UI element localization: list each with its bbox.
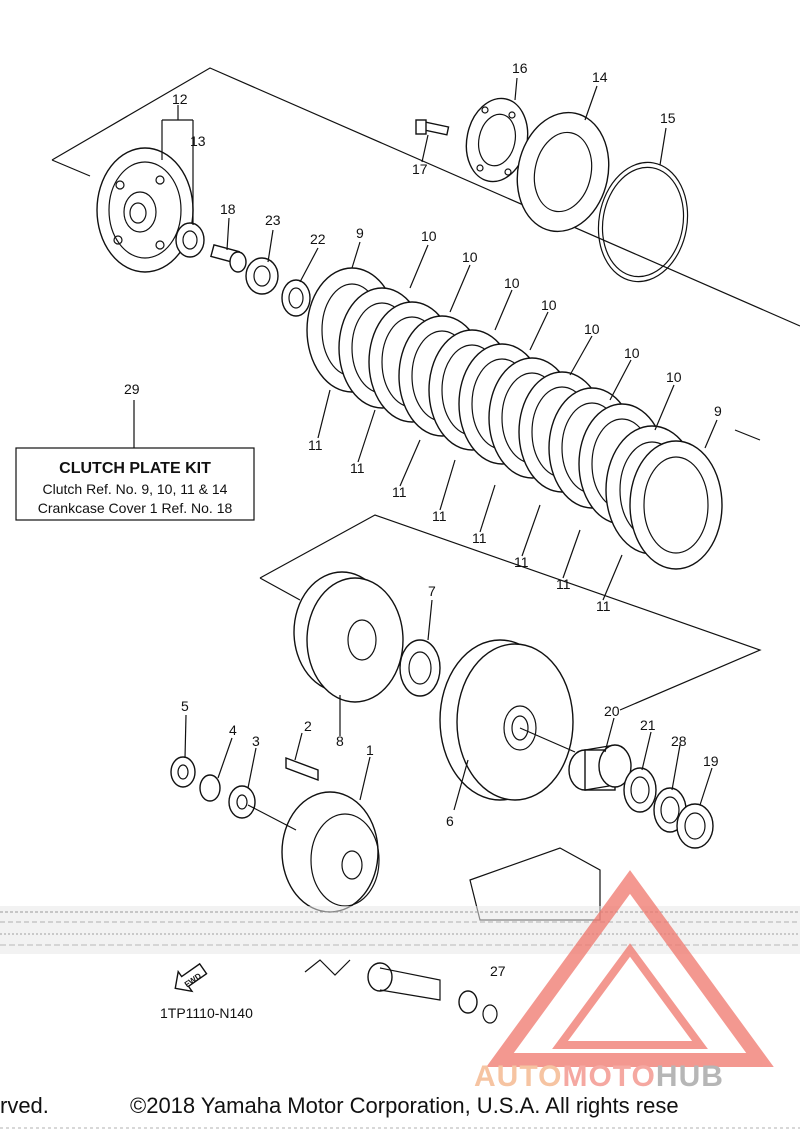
part-21-bearing — [623, 767, 657, 813]
callout-10-c: 10 — [504, 275, 520, 291]
kit-title: CLUTCH PLATE KIT — [59, 460, 211, 477]
part-7-thrust-washer — [399, 639, 441, 697]
part-20-collar — [568, 744, 632, 791]
part-12-pressure-plate — [96, 147, 194, 273]
callout-20: 20 — [604, 703, 620, 719]
part-13-bearing — [175, 222, 205, 258]
part-15-wire-ring — [597, 161, 689, 283]
callout-11-c: 11 — [392, 484, 407, 500]
kit-line-1: Clutch Ref. No. 9, 10, 11 & 14 — [43, 481, 228, 497]
footer-left-fragment: rved. — [0, 1093, 49, 1118]
callout-11-b: 11 — [350, 460, 365, 476]
part-14-spring-plate — [516, 111, 610, 233]
clutch-plate-stack — [306, 267, 723, 570]
part-2-key — [285, 756, 319, 782]
watermark-triangle-icon — [486, 870, 774, 1067]
callout-29: 29 — [124, 381, 140, 397]
callout-17: 17 — [412, 161, 428, 177]
part-18-push-rod — [210, 243, 247, 273]
callout-10-f: 10 — [624, 345, 640, 361]
part-22-washer — [281, 279, 311, 317]
drawing-reference: 1TP1110-N140 — [160, 1005, 253, 1021]
leader-lines-lower — [184, 599, 713, 831]
callout-10-e: 10 — [584, 321, 600, 337]
svg-text:AUTOMOTOHUB: AUTOMOTOHUB — [474, 1060, 724, 1093]
group-outline-lower — [259, 514, 762, 711]
callout-11-f: 11 — [514, 554, 529, 570]
watermark-hub: HUB — [656, 1060, 724, 1093]
part-16-plate — [465, 97, 529, 183]
callout-28: 28 — [671, 733, 687, 749]
callout-16: 16 — [512, 60, 528, 76]
part-19-washer — [676, 803, 714, 849]
callout-1: 1 — [366, 742, 374, 758]
callout-9-right: 9 — [714, 403, 722, 419]
callout-14: 14 — [592, 69, 608, 85]
automotohub-watermark: AUTOMOTOHUB — [474, 870, 774, 1093]
callout-9-top: 9 — [356, 225, 364, 241]
callout-15: 15 — [660, 110, 676, 126]
callout-21: 21 — [640, 717, 656, 733]
watermark-moto: MOTO — [562, 1060, 655, 1093]
callout-13: 13 — [190, 133, 206, 149]
callout-7: 7 — [428, 583, 436, 599]
leader-lines-upper — [133, 77, 718, 601]
kit-line-2: Crankcase Cover 1 Ref. No. 18 — [38, 500, 233, 516]
callout-2: 2 — [304, 718, 312, 734]
callout-10-b: 10 — [462, 249, 478, 265]
callout-6: 6 — [446, 813, 454, 829]
callout-11-a: 11 — [308, 437, 323, 453]
part-1-gear — [281, 791, 380, 913]
callout-10-g: 10 — [666, 369, 682, 385]
callout-10-a: 10 — [421, 228, 437, 244]
watermark-auto: AUTO — [474, 1060, 562, 1093]
part-8-primary-driven-gear — [293, 571, 404, 703]
callout-19: 19 — [703, 753, 719, 769]
callout-11-e: 11 — [472, 530, 487, 546]
callout-5: 5 — [181, 698, 189, 714]
callout-11-h: 11 — [596, 598, 611, 614]
callout-27: 27 — [490, 963, 506, 979]
callout-10-d: 10 — [541, 297, 557, 313]
callout-3: 3 — [252, 733, 260, 749]
part-17-bolt — [415, 119, 450, 136]
footer-copyright: ©2018 Yamaha Motor Corporation, U.S.A. A… — [130, 1093, 679, 1118]
callout-22: 22 — [310, 231, 326, 247]
callout-8: 8 — [336, 733, 344, 749]
callout-23: 23 — [265, 212, 281, 228]
part-5-nut — [170, 756, 196, 788]
callout-11-d: 11 — [432, 508, 447, 524]
callout-11-g: 11 — [556, 576, 571, 592]
part-3-collar — [228, 785, 256, 819]
forward-arrow-icon: FWD — [174, 962, 208, 993]
callout-18: 18 — [220, 201, 236, 217]
clutch-plate-kit-box: CLUTCH PLATE KIT Clutch Ref. No. 9, 10, … — [15, 447, 255, 521]
part-6-clutch-boss — [439, 639, 574, 801]
part-4-lock-washer — [199, 774, 221, 802]
part-23-nut — [245, 257, 279, 295]
callout-12: 12 — [172, 91, 188, 107]
callout-4: 4 — [229, 722, 237, 738]
callout-numbers: 12 13 16 14 15 17 18 23 22 9 10 10 10 10… — [124, 60, 722, 979]
